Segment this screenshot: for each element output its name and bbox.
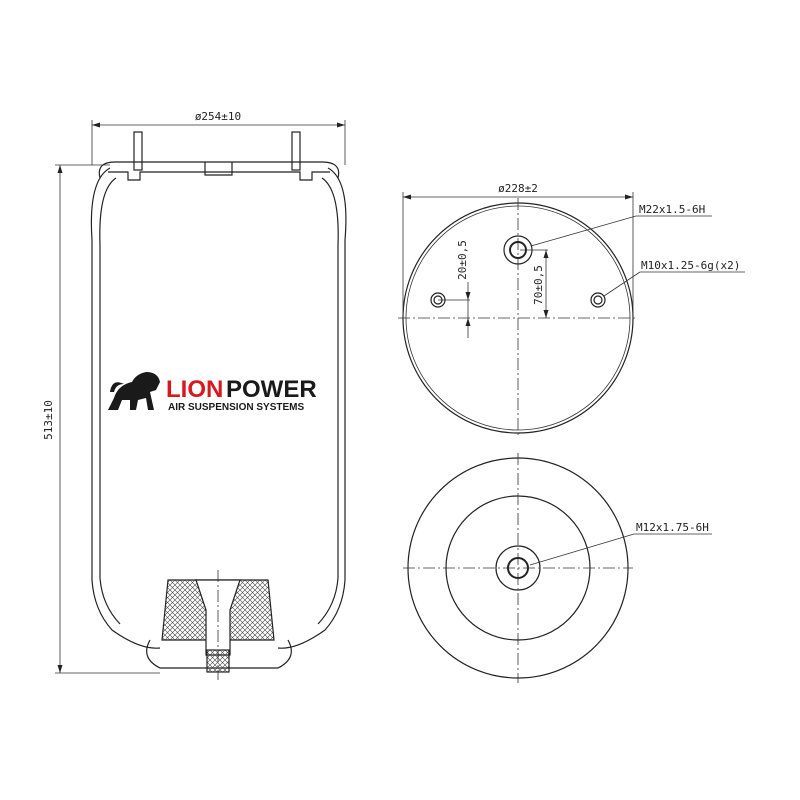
stud-thread-callout: M10x1.25-6g(x2) (603, 259, 745, 297)
top-view: ø228±2 20±0,5 70±0,5 M22x1.5-6H (398, 182, 745, 438)
main-thread-label: M22x1.5-6H (639, 203, 705, 216)
side-view: ø254±10 513±10 (42, 110, 347, 680)
port-offset-label: 70±0,5 (532, 265, 545, 305)
port-offset-dimension: 70±0,5 (520, 249, 549, 318)
top-bead-plate (98, 161, 340, 181)
side-diameter-dimension: ø254±10 (91, 110, 346, 165)
bottom-view: M12x1.75-6H (403, 453, 712, 683)
piston (146, 570, 292, 680)
side-height-dimension: 513±10 (42, 164, 160, 674)
logo-word-power: POWER (226, 376, 317, 403)
stud-offset-dimension: 20±0,5 (438, 240, 471, 338)
bottom-thread-callout: M12x1.75-6H (529, 521, 712, 566)
side-diameter-label: ø254±10 (195, 110, 241, 123)
bellows-inner (99, 177, 339, 625)
stud-offset-label: 20±0,5 (456, 240, 469, 280)
bottom-thread-label: M12x1.75-6H (636, 521, 709, 534)
bellows-outer (90, 167, 347, 649)
lionpower-logo: LION POWER AIR SUSPENSION SYSTEMS (108, 372, 317, 413)
lion-icon (108, 372, 160, 410)
main-thread-callout: M22x1.5-6H (530, 203, 712, 247)
top-diameter-dimension: ø228±2 (402, 182, 634, 318)
top-diameter-label: ø228±2 (498, 182, 538, 195)
logo-word-lion: LION (166, 376, 223, 403)
side-height-label: 513±10 (42, 400, 55, 440)
mounting-studs (133, 131, 301, 171)
logo-tagline: AIR SUSPENSION SYSTEMS (168, 402, 304, 413)
stud-thread-label: M10x1.25-6g(x2) (641, 259, 740, 272)
